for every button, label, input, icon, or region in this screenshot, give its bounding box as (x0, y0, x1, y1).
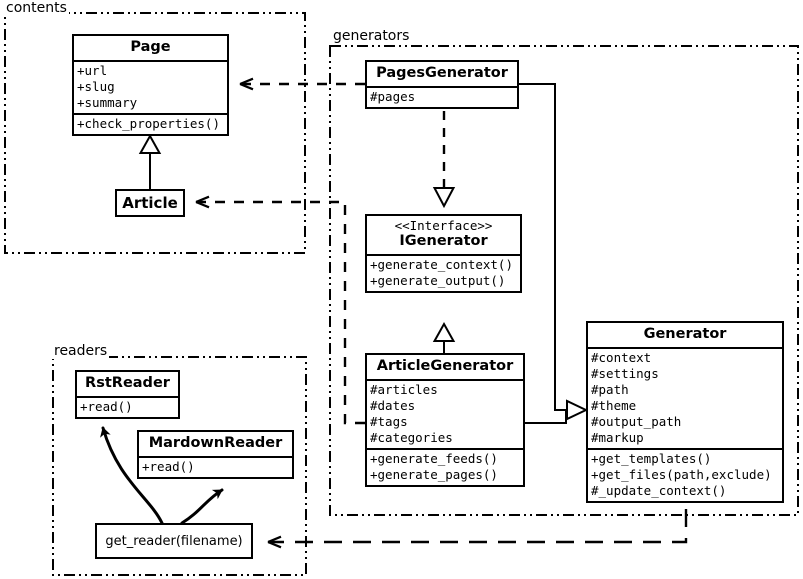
package-frame-contents (4, 12, 306, 254)
attribute-context: #context (591, 350, 652, 365)
package-frame-readers (52, 356, 307, 576)
method-generate-context: +generate_context() (370, 257, 513, 272)
attribute-markup: #markup (591, 430, 644, 445)
method-get-templates: +get_templates() (591, 451, 712, 466)
class-name-page: Page (130, 39, 171, 55)
class-box-igenerator[interactable]: <<Interface>> IGenerator +generate_conte… (365, 214, 522, 293)
method-generate-feeds: +generate_feeds() (370, 451, 498, 466)
attribute-theme: #theme (591, 398, 637, 413)
function-name-get-reader: get_reader(filename) (105, 533, 243, 549)
class-name-igenerator: IGenerator (399, 233, 488, 249)
class-attributes-generator: #context #settings #path #theme #output_… (588, 347, 782, 448)
class-name-article: Article (122, 194, 178, 212)
attribute-summary: +summary (77, 95, 138, 110)
method-read-markdown: +read() (142, 459, 195, 474)
class-box-page[interactable]: Page +url +slug +summary +check_properti… (72, 34, 229, 136)
connector-getreader-creates-rstreader (100, 426, 164, 525)
package-frame-generators (329, 45, 799, 516)
class-methods-generator: +get_templates() +get_files(path,exclude… (588, 448, 782, 501)
connector-getreader-creates-mardownreader (180, 488, 224, 525)
attribute-slug: +slug (77, 79, 115, 94)
attribute-dates: #dates (370, 398, 416, 413)
class-methods-rst-reader: +read() (77, 396, 178, 417)
package-label-readers: readers (52, 343, 110, 359)
connector-articlegenerator-to-igenerator (432, 321, 456, 353)
class-box-article[interactable]: Article (115, 189, 185, 217)
method-update-context: #_update_context() (591, 483, 727, 498)
class-attributes-article-generator: #articles #dates #tags #categories (367, 379, 523, 448)
attribute-articles: #articles (370, 382, 438, 397)
connector-articlegenerator-to-generator (525, 399, 589, 424)
class-box-article-generator[interactable]: ArticleGenerator #articles #dates #tags … (365, 353, 525, 487)
class-name-generator: Generator (643, 326, 727, 342)
attribute-output-path: #output_path (591, 414, 682, 429)
class-name-article-generator: ArticleGenerator (376, 358, 514, 374)
method-get-files: +get_files(path,exclude) (591, 467, 772, 482)
class-methods-article-generator: +generate_feeds() +generate_pages() (367, 448, 523, 485)
connector-pagesgenerator-to-igenerator (432, 111, 456, 209)
class-box-generator[interactable]: Generator #context #settings #path #them… (586, 321, 784, 503)
method-generate-output: +generate_output() (370, 273, 506, 288)
class-box-rst-reader[interactable]: RstReader +read() (75, 370, 180, 419)
package-label-generators: generators (331, 28, 412, 44)
class-name-rst-reader: RstReader (85, 375, 170, 391)
class-methods-mardown-reader: +read() (139, 456, 292, 477)
package-label-contents: contents (4, 0, 69, 16)
class-name-pages-generator: PagesGenerator (376, 65, 508, 81)
connector-article-to-page (138, 133, 162, 189)
class-methods-igenerator: +generate_context() +generate_output() (367, 254, 520, 291)
attribute-path: #path (591, 382, 629, 397)
class-attributes-pages-generator: #pages (367, 86, 517, 107)
method-generate-pages: +generate_pages() (370, 467, 498, 482)
connector-articlegenerator-uses-article (195, 195, 365, 425)
attribute-tags: #tags (370, 414, 408, 429)
method-check-properties: +check_properties() (77, 116, 220, 131)
class-stereotype-igenerator: <<Interface>> (394, 218, 493, 233)
class-name-mardown-reader: MardownReader (148, 435, 283, 451)
connector-pagesgenerator-to-generator (519, 83, 566, 411)
method-read-rst: +read() (80, 399, 133, 414)
class-methods-page: +check_properties() (74, 113, 227, 134)
connector-generator-uses-get-reader (267, 509, 688, 549)
class-attributes-page: +url +slug +summary (74, 60, 227, 113)
attribute-pages: #pages (370, 89, 416, 104)
function-box-get-reader[interactable]: get_reader(filename) (95, 523, 253, 559)
attribute-url: +url (77, 63, 108, 78)
attribute-settings: #settings (591, 366, 659, 381)
class-box-mardown-reader[interactable]: MardownReader +read() (137, 430, 294, 479)
attribute-categories: #categories (370, 430, 453, 445)
class-box-pages-generator[interactable]: PagesGenerator #pages (365, 60, 519, 109)
